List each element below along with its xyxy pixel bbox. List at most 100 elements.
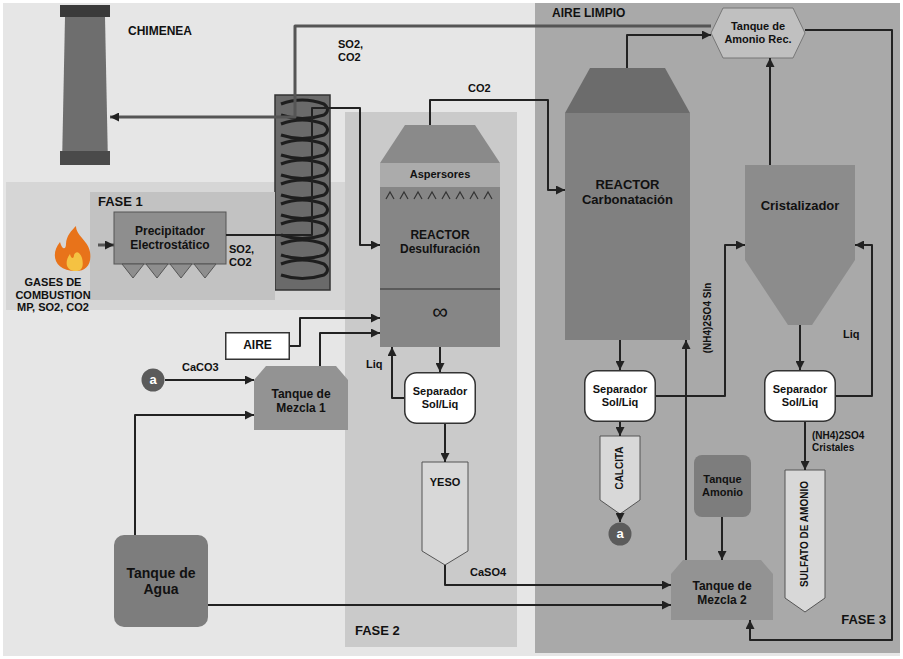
shape-part [565,68,690,113]
node-label: SULFATO DE AMONIO [799,481,811,587]
ammonia-tank: Tanque Amonio [694,455,751,517]
shape-part [711,8,805,58]
node-label: Tanque Amonio [698,473,747,498]
edge-label: Liq [366,358,383,371]
shape-part [380,163,500,187]
crystallizer: Cristalizador [745,165,855,325]
flow-arrow [721,517,723,560]
node-label: Separador Sol/Liq [409,385,471,410]
phase-title: FASE 1 [98,195,143,210]
shape-part [422,462,468,565]
sprayer [414,192,422,199]
node-label: Aspersores [382,168,498,181]
shape-part [114,212,226,264]
node-label: AIRE [243,339,272,353]
node-label: Separador Sol/Liq [589,383,651,408]
shape-part [694,455,751,517]
shape-part [609,523,632,546]
sprayer [386,192,394,199]
node-label: Separador Sol/Liq [769,383,831,408]
sprayer [470,192,478,199]
flame [67,252,83,271]
coil-turn [281,180,328,199]
ammonia-recovery-tank: Tanque de Amonio Rec. [711,8,805,58]
product-silo: YESO [422,462,468,565]
edge-label: CO2 [468,82,491,95]
product-silo: CALCITA [600,436,640,514]
edge-label: (NH4)2SO4 Sln [702,283,714,354]
node-label: REACTOR Carbonatación [571,178,684,208]
hopper [194,264,216,278]
shape-part [745,260,855,325]
edge-label: Liq [843,328,860,341]
node-shape [8,226,98,351]
shape-part [380,125,500,163]
canvas-ground [3,3,900,656]
mixing-tank: Tanque de Mezcla 2 [671,560,773,620]
shape-part [380,288,500,290]
hopper [122,264,144,278]
node-label: Tanque de Mezcla 2 [677,580,767,608]
desulfurization-reactor: AspersoresREACTOR Desulfuración∞ [380,125,500,347]
flow-arrow [439,347,441,372]
node-shape [745,165,855,325]
shape-part [114,535,208,627]
edge-label: (NH4)2SO4 Cristales [812,430,888,453]
node-label: YESO [422,476,468,489]
shape-part [745,165,855,260]
stream-label: SO2, CO2 [338,38,376,63]
flow-arrow [685,340,687,560]
node-label: REACTOR Desulfuración [386,229,494,257]
coil-turn [281,140,328,159]
node-label: Tanque de Amonio Rec. [724,20,792,45]
coil-turn [281,240,328,259]
hopper [146,264,168,278]
node-label: a [616,527,623,542]
flow-arrow [804,422,806,470]
combustion-gas-source: GASES DE COMBUSTION MP, SO2, CO2 [8,226,98,351]
water-tank: Tanque de Agua [114,535,208,627]
flow-arrow [799,325,801,370]
node-label: Tanque de Agua [122,565,200,597]
edge-label: SO2, CO2 [229,243,269,268]
shape-part [785,470,825,612]
sprayer [442,192,450,199]
shape-part [380,163,500,347]
shape-part [62,17,108,165]
node-label: GASES DE COMBUSTION MP, SO2, CO2 [8,276,98,314]
flow-arrow [619,422,621,436]
edge-label: CaSO4 [470,566,506,579]
shape-part [600,436,640,514]
separator-box: Separador Sol/Liq [404,372,476,424]
chimney: CHIMENEA [60,5,110,165]
flow-arrow [769,58,771,165]
flow-arrow [208,604,671,606]
flow-arrow [444,424,446,462]
coil-turn [281,160,328,179]
shape-part [254,366,348,430]
sprayer [400,192,408,199]
separator-box: Separador Sol/Liq [584,370,656,422]
mixing-tank: Tanque de Mezcla 1 [254,366,348,430]
separator-box: Separador Sol/Liq [764,370,836,422]
node-label: CALCITA [614,446,626,489]
node-label: Tanque de Mezcla 1 [260,388,342,416]
node-label: Cristalizador [747,199,853,214]
edge-label: AIRE LIMPIO [552,7,625,21]
flow-arrow [619,514,621,522]
coil-turn [281,120,328,139]
flow-arrow [135,415,254,535]
heat-exchanger [275,95,330,290]
exchanger-coil [281,100,328,279]
shape-part [142,369,165,392]
node-label: Precipitador Electrostático [120,225,220,253]
connector-circle: a [608,522,632,546]
shape-part [671,560,773,620]
hopper [170,264,192,278]
shape-part [60,151,110,165]
coil-turn [281,200,328,219]
flow-arrow [619,340,621,370]
product-silo: SULFATO DE AMONIO [785,470,825,612]
